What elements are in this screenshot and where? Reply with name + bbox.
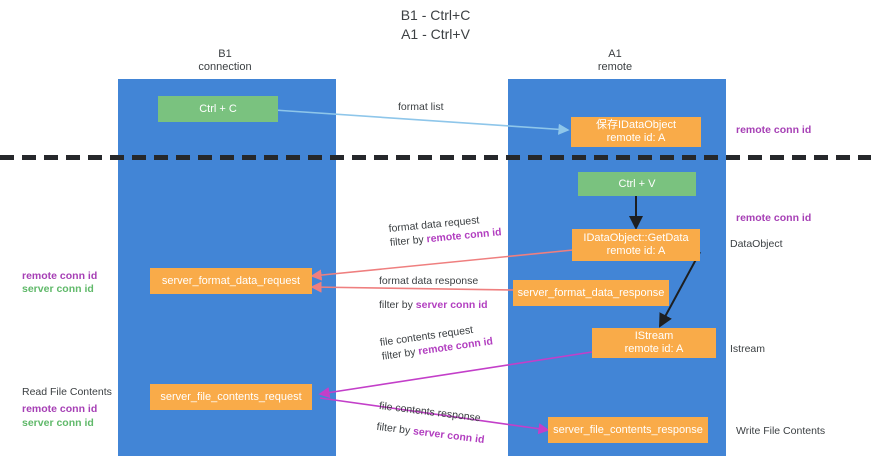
node-server-format-data-request[interactable]: server_format_data_request [150,268,312,294]
node-server-file-contents-response[interactable]: server_file_contents_response [548,417,708,443]
node-idataobject-getdata[interactable]: IDataObject::GetData remote id: A [572,229,700,261]
filter-prefix: filter by [375,420,414,438]
node-ctrl-v[interactable]: Ctrl + V [578,172,696,196]
edge-label-format-data-request-group: format data request filter by remote con… [388,211,502,250]
annotation-dataobject: DataObject [730,238,783,250]
filter-prefix: filter by [379,299,416,311]
annotation-left-remote-conn-id: remote conn id [22,270,98,282]
filter-prefix: filter by [381,345,420,363]
filter-key-server-conn-id: server conn id [412,425,486,446]
annotation-remote-conn-id-top: remote conn id [736,124,812,136]
node-server-file-contents-request[interactable]: server_file_contents_request [150,384,312,410]
filter-prefix: filter by [389,233,428,249]
annotation-istream: Istream [730,343,766,355]
node-istream[interactable]: IStream remote id: A [592,328,716,358]
filter-key-server-conn-id: server conn id [415,299,488,311]
node-store-idataobject[interactable]: 保存IDataObject remote id: A [571,117,701,147]
edge-label-file-contents-response-group: file contents response filter by server … [376,399,488,447]
annotation-read-file-contents: Read File Contents [22,386,112,398]
edge-label-format-data-response-filter: filter by server conn id [379,298,488,312]
node-server-format-data-response[interactable]: server_format_data_response [513,280,669,306]
edge-label-format-data-response: format data response [379,275,479,287]
phase-divider [0,155,871,160]
column-header-a1: A1 remote [597,48,633,73]
annotation-write-file-contents: Write File Contents [736,425,826,437]
annotation-left-server-conn-id-2: server conn id [22,417,94,429]
node-ctrl-c[interactable]: Ctrl + C [158,96,278,122]
annotation-remote-conn-id-mid: remote conn id [736,212,812,224]
edge-label-file-contents-request-group: file contents request filter by remote c… [379,320,494,363]
column-header-b1: B1 connection [198,48,252,73]
page-title: B1 - Ctrl+C A1 - Ctrl+V [400,7,471,42]
edge-label-format-list: format list [398,101,444,113]
annotation-left-server-conn-id: server conn id [22,283,94,295]
annotation-left-remote-conn-id-2: remote conn id [22,403,98,415]
edge-label-format-data-response-group: format data response filter by server co… [379,274,488,312]
